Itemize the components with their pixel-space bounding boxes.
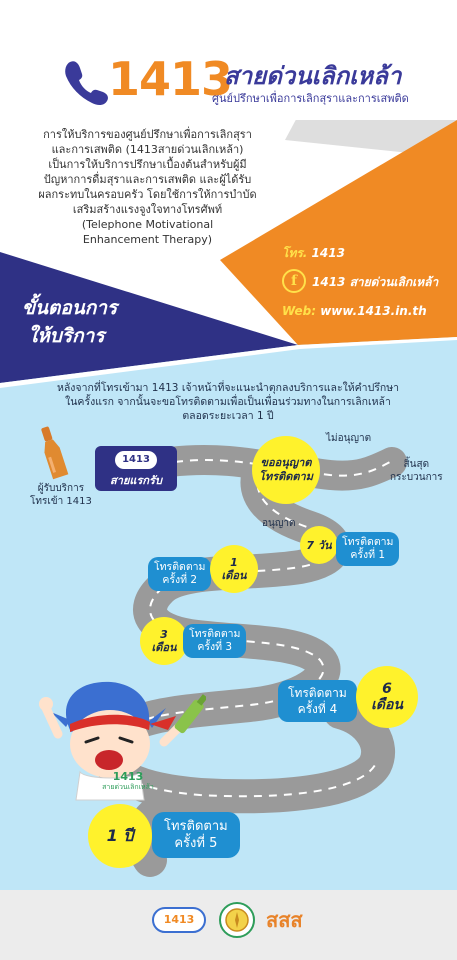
step2-time-unit: เดือน <box>221 569 247 582</box>
step2-time-circle: 1 เดือน <box>210 545 258 593</box>
mascot-tag-number: 1413 <box>112 770 144 783</box>
step2-label-line: โทรติดตาม <box>154 561 206 573</box>
intro-line: การให้บริการของศูนย์ปรึกษาเพื่อการเลิกสุ… <box>43 128 252 141</box>
intro-line: ปัญหาการดื่มสุราและการเสพติด และผู้ได้รั… <box>43 173 252 186</box>
step5-label-line: โทรติดตาม <box>164 819 228 834</box>
footer-logo-sss: สสส <box>266 904 303 936</box>
orange-panel <box>220 120 457 345</box>
step5-label: โทรติดตาม ครั้งที่ 5 <box>152 812 240 858</box>
consent-line: โทรติดตาม <box>259 470 313 483</box>
step1-label: โทรติดตาม ครั้งที่ 1 <box>336 532 400 566</box>
footer-logo-sss-text: สสส <box>266 908 303 932</box>
first-call-label: สายแรกรับ <box>110 474 162 487</box>
contact-web[interactable]: Web: www.1413.in.th <box>282 304 427 318</box>
intro-line: เป็นการให้บริการปรึกษาเบื้องต้นสำหรับผู้… <box>48 158 247 171</box>
contact-phone[interactable]: โทร. 1413 <box>282 244 345 263</box>
step4-label-line: โทรติดตาม <box>288 686 347 700</box>
intro-line: ผลกระทบในครอบครัว โดยใช้การให้การบำบัด <box>38 188 257 201</box>
step1-time-circle: 7 วัน <box>300 526 338 564</box>
mascot-tag-text: สายด่วนเลิกเหล้า <box>102 783 154 791</box>
navy-panel <box>0 252 298 383</box>
step4-time-unit: เดือน <box>371 697 403 713</box>
steps-title-line: ให้บริการ <box>28 325 105 347</box>
process-intro-line: ในครั้งแรก จากนั้นจะขอโทรติดตามเพื่อเป็น… <box>65 396 391 408</box>
step3-label: โทรติดตาม ครั้งที่ 3 <box>183 624 247 658</box>
intro-line: Enhancement Therapy) <box>82 233 213 246</box>
no-consent-label: ไม่อนุญาต <box>326 433 372 444</box>
footer-logo-1413-text: 1413 <box>163 913 195 926</box>
first-call-box: 1413 สายแรกรับ <box>95 446 177 491</box>
consent-line: ขออนุญาต <box>260 456 312 469</box>
intro-line: (Telephone Motivational <box>81 218 214 231</box>
step2-label: โทรติดตาม ครั้งที่ 2 <box>148 557 212 591</box>
bottle-icon <box>41 426 69 480</box>
step3-label-line: ครั้งที่ 3 <box>197 641 233 653</box>
phone-icon <box>65 61 108 106</box>
step1-label-line: ครั้งที่ 1 <box>350 549 386 561</box>
facebook-icon: f <box>282 269 306 293</box>
end-process-line: สิ้นสุด <box>403 459 430 470</box>
contact-web-label: Web: <box>282 304 316 318</box>
intro-paragraph: การให้บริการของศูนย์ปรึกษาเพื่อการเลิกสุ… <box>20 127 275 247</box>
consent-circle: ขออนุญาต โทรติดตาม <box>252 436 320 504</box>
mascot-shirt-tag: 1413 สายด่วนเลิกเหล้า <box>88 770 168 792</box>
caller-label-line: โทรเข้า 1413 <box>30 496 92 507</box>
step1-label-line: โทรติดตาม <box>342 536 394 548</box>
intro-line: เสริมสร้างแรงจูงใจทางโทรศัพท์ <box>72 203 223 216</box>
footer-seal-logo <box>219 902 255 938</box>
first-call-logo: 1413 <box>115 451 157 469</box>
contact-phone-label: โทร. <box>282 246 308 260</box>
contact-phone-value: 1413 <box>311 246 345 260</box>
mascot-illustration <box>39 681 206 801</box>
contact-facebook[interactable]: 1413 สายด่วนเลิกเหล้า <box>312 273 438 292</box>
header <box>0 0 457 120</box>
step2-time-number: 1 <box>230 556 238 569</box>
caller-label-line: ผู้รับบริการ <box>37 483 85 494</box>
step3-time-number: 3 <box>160 628 168 641</box>
step5-time: 1 ปี <box>106 825 134 845</box>
intro-line: และการเสพติด (1413สายด่วนเลิกเหล้า) <box>51 143 244 156</box>
hotline-subtitle: ศูนย์ปรึกษาเพื่อการเลิกสุราและการเสพติด <box>212 92 409 105</box>
hotline-number: 1413 <box>108 52 233 106</box>
step3-label-line: โทรติดตาม <box>189 628 241 640</box>
process-intro: หลังจากที่โทรเข้ามา 1413 เจ้าหน้าที่จะแน… <box>28 381 428 423</box>
step4-label-line: ครั้งที่ 4 <box>297 702 338 716</box>
hotline-name: สายด่วนเลิกเหล้า <box>224 62 402 90</box>
step5-time-circle: 1 ปี <box>88 804 152 868</box>
contact-web-value: www.1413.in.th <box>320 304 427 318</box>
step5-label-line: ครั้งที่ 5 <box>174 836 218 851</box>
footer-logo-1413: 1413 <box>152 907 206 933</box>
step3-time-circle: 3 เดือน <box>140 617 188 665</box>
step2-label-line: ครั้งที่ 2 <box>162 574 198 586</box>
steps-title-line: ขั้นตอนการ <box>22 297 118 319</box>
end-process-line: กระบวนการ <box>390 472 443 483</box>
process-intro-line: ตลอดระยะเวลา 1 ปี <box>182 410 274 422</box>
consent-yes-label: อนุญาต <box>262 518 296 529</box>
steps-title: ขั้นตอนการ ให้บริการ <box>22 294 117 350</box>
contact-facebook-value: 1413 สายด่วนเลิกเหล้า <box>312 275 439 289</box>
step3-time-unit: เดือน <box>151 641 177 654</box>
caller-label: ผู้รับบริการ โทรเข้า 1413 <box>30 482 92 508</box>
step4-time-number: 6 <box>382 681 392 697</box>
end-process-label: สิ้นสุด กระบวนการ <box>390 458 443 484</box>
first-call-logo-text: 1413 <box>122 454 150 465</box>
step4-time-circle: 6 เดือน <box>356 666 418 728</box>
step4-label: โทรติดตาม ครั้งที่ 4 <box>278 680 357 722</box>
step1-time: 7 วัน <box>306 539 332 552</box>
process-intro-line: หลังจากที่โทรเข้ามา 1413 เจ้าหน้าที่จะแน… <box>56 382 400 394</box>
